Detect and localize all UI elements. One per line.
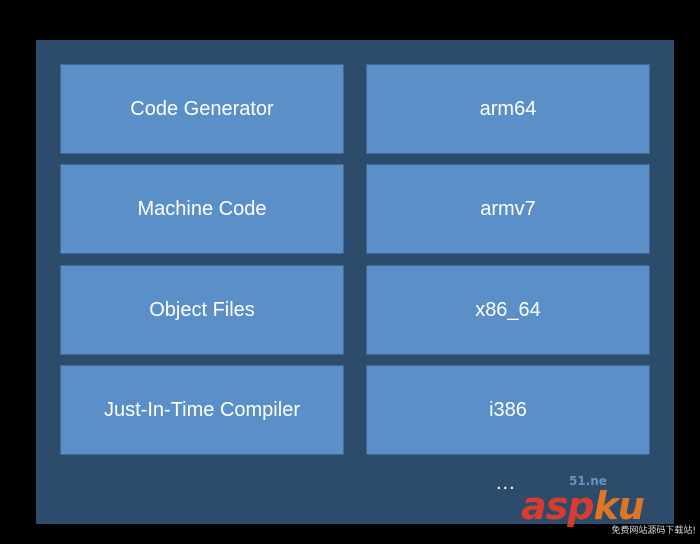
box-machine-code: Machine Code <box>60 164 344 254</box>
watermark-sub-text: 免费网站源码下载站! <box>611 526 696 536</box>
box-object-files: Object Files <box>60 265 344 355</box>
box-i386: i386 <box>366 365 650 455</box>
box-code-generator: Code Generator <box>60 64 344 154</box>
box-jit-compiler: Just-In-Time Compiler <box>60 365 344 455</box>
more-ellipsis: ... <box>496 472 516 494</box>
box-x86-64: x86_64 <box>366 265 650 355</box>
diagram-panel: Code Generator arm64 Machine Code armv7 … <box>36 40 674 524</box>
box-arm64: arm64 <box>366 64 650 154</box>
box-armv7: armv7 <box>366 164 650 254</box>
